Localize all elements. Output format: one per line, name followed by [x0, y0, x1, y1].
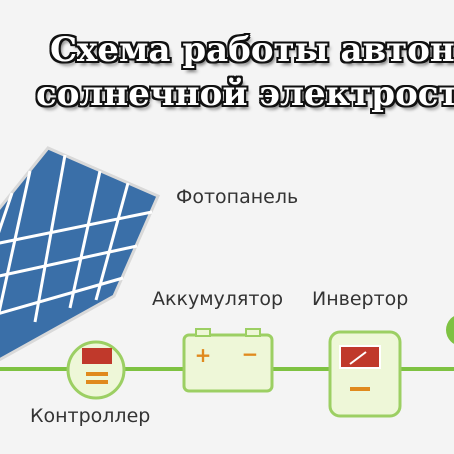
inverter-meter-icon: [328, 330, 402, 418]
panel-label: Фотопанель: [176, 186, 299, 208]
title-line-2: солнечной электрост: [36, 74, 454, 114]
controller-label: Контроллер: [30, 405, 151, 427]
panel-grid: [0, 154, 153, 323]
battery-icon: + −: [182, 328, 274, 393]
diagram-title: Схема работы автон солнечной электрост: [36, 28, 454, 116]
solar-panel-icon: [0, 146, 160, 362]
load-bulb-icon: [446, 316, 454, 344]
charge-controller-icon: [66, 340, 126, 400]
title-line-1: Схема работы автон: [50, 30, 454, 70]
inverter-label: Инвертор: [312, 288, 409, 310]
controller-indicator: [82, 348, 112, 364]
battery-minus-label: −: [242, 342, 259, 366]
battery-label: Аккумулятор: [152, 288, 284, 310]
battery-plus-label: +: [195, 343, 212, 367]
